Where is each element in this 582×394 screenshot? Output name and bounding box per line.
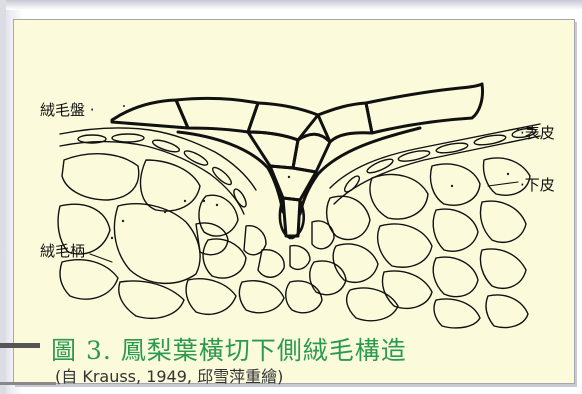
figure-caption-source: (自 Krauss, 1949, 邱雪萍重繪) [55,363,283,387]
label-trichome-disk: 絨毛盤 · [40,99,95,120]
label-hypodermis: ·下皮 [520,174,555,195]
hypodermis-cells [58,154,530,328]
label-epidermis: ·表皮 [520,122,555,143]
label-trichome-stalk: 絨毛柄 [40,240,85,261]
figure-caption-title: 圖 3. 鳳梨葉橫切下側絨毛構造 [51,331,407,367]
